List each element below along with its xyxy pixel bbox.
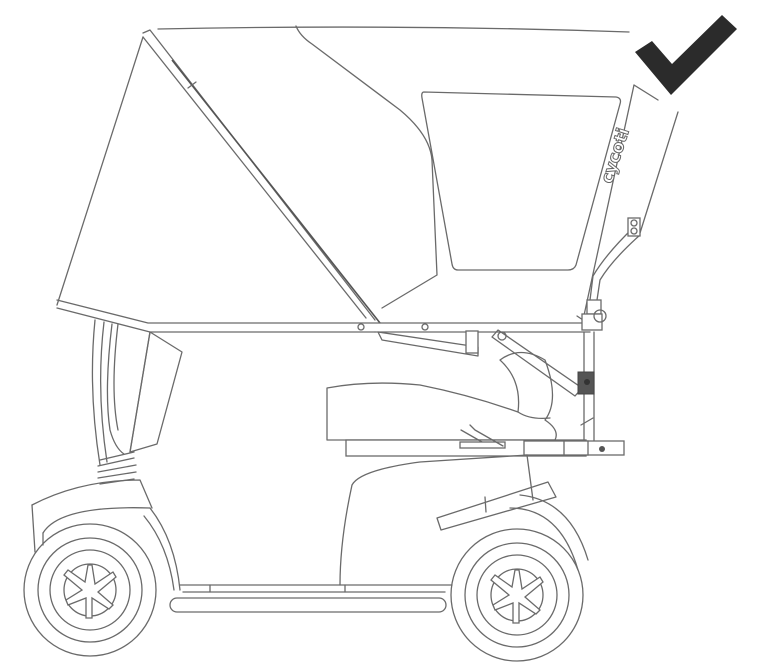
checkmark-icon (635, 15, 737, 95)
rear-support (377, 217, 641, 445)
seat (326, 351, 625, 457)
canopy (56, 25, 679, 333)
front-wheel (23, 523, 157, 657)
rear-wheel (450, 528, 584, 662)
tiller (91, 319, 183, 485)
